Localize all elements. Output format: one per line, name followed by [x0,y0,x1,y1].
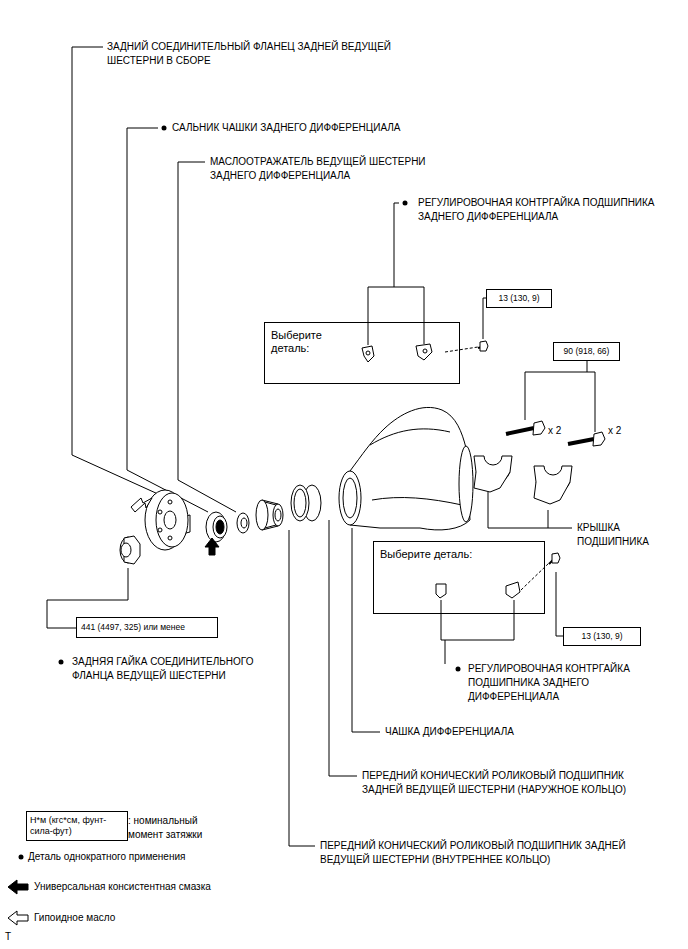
legend-text: Универсальная консистентная смазка [34,880,211,894]
torque-box: Н*м (кгс*см, фунт-сила-фут) [26,811,128,841]
leader-line [548,528,572,529]
box-text: Выберите деталь: [380,548,472,561]
part-label: T [5,930,11,944]
torque-box: Выберите деталь: [373,541,545,614]
oil-slinger [237,513,249,533]
part-label: ЧАШКА ДИФФЕРЕНЦИАЛА [385,725,514,739]
small-bolt [549,553,560,564]
legend-grease-arrow [8,880,28,894]
leader-line [587,361,588,372]
grease-arrow [205,538,219,555]
lock-nut-icon [436,582,520,598]
bearing-cap [474,456,512,492]
leader-line [127,128,208,512]
leader-line [178,162,236,512]
leader-line [352,528,380,732]
bullet [59,660,64,665]
torque-box: Выберите деталь: [264,322,460,384]
part-label: РЕГУЛИРОВОЧНАЯ КОНТРГАЙКА ПОДШИПНИКА ЗАД… [468,662,680,704]
torque-box: 441 (4497, 325) или менее [76,617,218,638]
small-bolt [478,341,488,351]
lock-nut-icon [362,344,432,362]
bearing-cap [534,466,572,504]
part-label: САЛЬНИК ЧАШКИ ЗАДНЕГО ДИФФЕРЕНЦИАЛА [172,121,432,135]
part-label: x 2 [608,424,621,438]
leader-line [445,640,446,664]
torque-box: 13 (130, 9) [486,289,552,308]
cap-bolt [506,421,545,435]
box-text: 13 (130, 9) [581,631,622,641]
box-text: Н*м (кгс*см, фунт-сила-фут) [30,815,122,837]
part-label: ПЕРЕДНИЙ КОНИЧЕСКИЙ РОЛИКОВЫЙ ПОДШИПНИК … [320,839,632,867]
bullet [456,667,461,672]
torque-box: 90 (918, 66) [553,342,620,361]
part-label: ЗАДНЯЯ ГАЙКА СОЕДИНИТЕЛЬНОГО ФЛАНЦА ВЕДУ… [72,655,282,683]
leader-line [556,572,563,636]
part-label: КРЫШКА ПОДШИПНИКА [577,521,657,549]
legend-oil-arrow [8,911,28,925]
bearing-inner-race [256,500,283,530]
bullet [162,126,167,131]
torque-box: 13 (130, 9) [563,627,641,646]
pinion-nut [120,536,140,564]
leader-line [289,530,315,846]
leader-line [329,520,357,776]
legend-bullet [19,855,24,860]
part-label: РЕГУЛИРОВОЧНАЯ КОНТРГАЙКА ПОДШИПНИКА ЗАД… [418,196,666,224]
bracket [368,287,424,345]
leader-line [394,203,399,287]
differential-carrier [339,407,473,529]
part-label: x 2 [548,424,561,438]
part-label: ЗАДНИЙ СОЕДИНИТЕЛЬНЫЙ ФЛАНЕЦ ЗАДНЕЙ ВЕДУ… [107,40,437,68]
bullet [403,201,408,206]
part-label: МАСЛООТРАЖАТЕЛЬ ВЕДУЩЕЙ ШЕСТЕРНИ ЗАДНЕГО… [210,155,460,183]
dashed-line [445,347,478,352]
box-text: 441 (4497, 325) или менее [81,622,185,632]
legend-text: Деталь однократного применения [28,850,185,864]
bracket [441,600,514,640]
oil-arrow [131,498,152,512]
bracket [47,568,128,628]
oil-seal [206,512,227,542]
leader-line [72,47,158,494]
cap-bolt [568,432,605,446]
box-text: 90 (918, 66) [564,346,610,356]
box-text: 13 (130, 9) [498,293,539,303]
legend-text: Гипоидное масло [34,911,115,925]
legend-text: : номинальный момент затяжки [128,814,228,842]
bearing-outer-race [291,485,321,521]
box-text: Выберите деталь: [271,329,351,355]
part-label: ПЕРЕДНИЙ КОНИЧЕСКИЙ РОЛИКОВЫЙ ПОДШИПНИК … [362,769,667,797]
